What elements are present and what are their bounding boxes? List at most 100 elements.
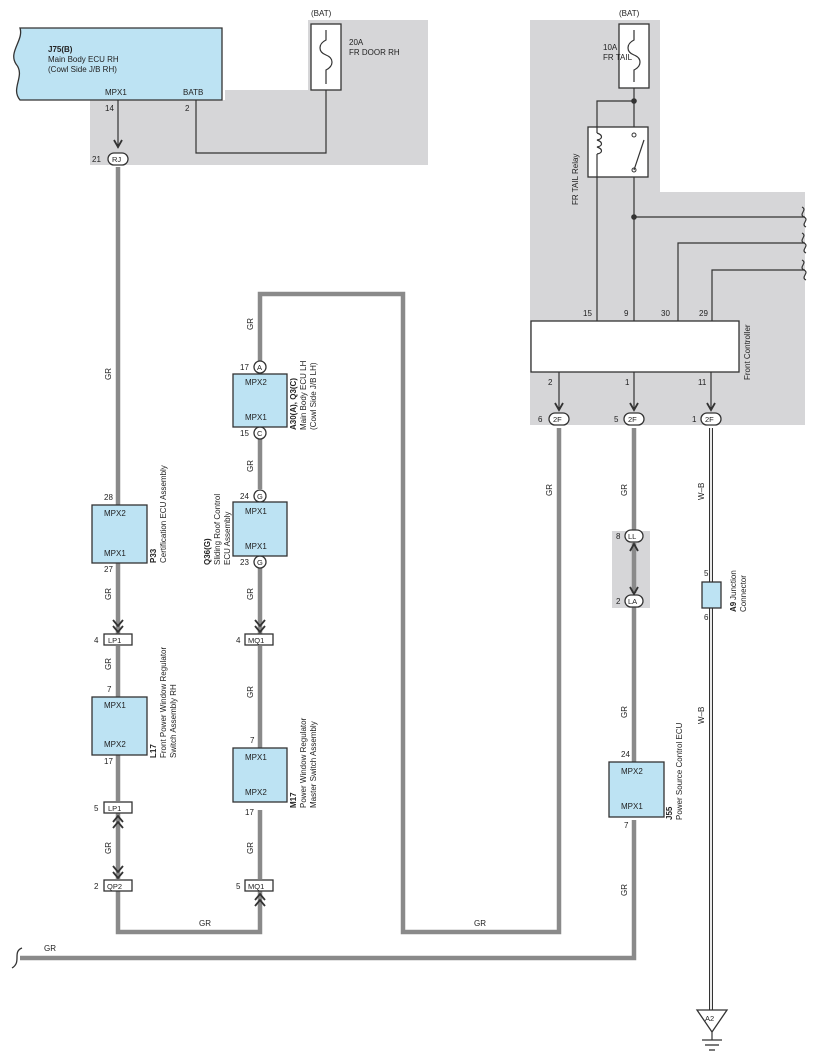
- component-code: M17: [289, 792, 298, 808]
- connector-pin: 4: [236, 636, 241, 645]
- connector-label: A: [257, 363, 262, 372]
- thin-wires: [117, 88, 805, 321]
- component-name-sub: Switch Assembly RH: [169, 684, 178, 758]
- connector-g-bottom: G 23: [240, 555, 267, 569]
- fuse-tail-rating: 10A: [603, 43, 618, 52]
- wire-label-gr: GR: [44, 944, 56, 953]
- connector-pin: 2: [94, 882, 99, 891]
- wire-label-gr: GR: [104, 842, 113, 854]
- pin-name: MPX1: [245, 413, 267, 422]
- connector-a: A 17: [240, 360, 267, 374]
- ground-label: A2: [705, 1014, 714, 1023]
- connector-mq1-bottom: MQ1 5: [236, 879, 274, 907]
- connector-label: MQ1: [248, 636, 264, 645]
- connector-la: LA 2: [616, 586, 644, 608]
- pin-name: MPX2: [621, 767, 643, 776]
- pin-name: MPX2: [104, 740, 126, 749]
- pin-name: MPX1: [245, 753, 267, 762]
- wire-label-wb: W–B: [697, 483, 706, 500]
- connector-pin: 5: [236, 882, 241, 891]
- relay-name: FR TAIL Relay: [571, 154, 580, 205]
- wire-label-gr: GR: [104, 368, 113, 380]
- connector-pin: 5: [614, 415, 619, 424]
- connector-lp1-top: LP1 4: [94, 619, 133, 646]
- j75-name-sub: (Cowl Side J/B RH): [48, 65, 117, 74]
- connector-label: G: [257, 492, 263, 501]
- component-name: Power Source Control ECU: [675, 722, 684, 820]
- connector-label: QP2: [107, 882, 122, 891]
- j75-pin-14: 14: [105, 104, 114, 113]
- connector-pin: 2: [616, 597, 621, 606]
- coil-icon: [596, 132, 603, 155]
- connector-pin: 15: [240, 429, 249, 438]
- fuse-20a: (BAT) 20A FR DOOR RH: [310, 9, 400, 91]
- wire-label-gr: GR: [620, 884, 629, 896]
- wire-label-gr: GR: [246, 686, 255, 698]
- pin-number: 27: [104, 565, 113, 574]
- chevron-down-icon: [112, 619, 124, 634]
- fc-pin-1: 1: [625, 378, 630, 387]
- pin-name: MPX2: [104, 509, 126, 518]
- connector-label: LA: [628, 597, 637, 606]
- wire-label-gr: GR: [620, 484, 629, 496]
- wire-label-gr: GR: [474, 919, 486, 928]
- fuse-door-bat: (BAT): [311, 9, 332, 18]
- fuse-door-name: FR DOOR RH: [349, 48, 400, 57]
- j75-pin-2: 2: [185, 104, 190, 113]
- connector-label: RJ: [112, 155, 121, 164]
- component-name: Certification ECU Assembly: [159, 465, 168, 563]
- chevron-up-icon: [254, 892, 266, 907]
- wire-label-gr: GR: [246, 842, 255, 854]
- pin-number: 7: [624, 821, 629, 830]
- connector-pin: 5: [94, 804, 99, 813]
- break-symbols: [801, 206, 807, 281]
- component-code: A30(A), Q3(C): [289, 378, 298, 430]
- a30-main-body-ecu-lh: MPX2 MPX1 A30(A), Q3(C) Main Body ECU LH…: [232, 360, 318, 430]
- connector-pin: 21: [92, 155, 101, 164]
- wire-label-wb: W–B: [697, 707, 706, 724]
- connector-label: LP1: [108, 636, 121, 645]
- gr-wires: [20, 167, 637, 961]
- connector-ll: LL 8: [616, 529, 644, 552]
- component-name: Power Window Regulator: [299, 717, 308, 808]
- fuse-tail-name: FR TAIL: [603, 53, 633, 62]
- component-name-sub: Master Switch Assembly: [309, 721, 318, 808]
- connector-label: 2F: [553, 415, 562, 424]
- component-name-sub: Connector: [739, 575, 748, 612]
- pin-number: 6: [704, 613, 709, 622]
- connector-2f-a: 2F 6: [538, 412, 570, 426]
- fc-pin-2: 2: [548, 378, 553, 387]
- connector-pin: 6: [538, 415, 543, 424]
- component-code: A9: [729, 601, 738, 612]
- arrow-icon: [113, 139, 123, 149]
- p33-certification-ecu: MPX2 MPX1 28 27 P33 Certification ECU As…: [91, 465, 168, 574]
- connector-pin: 24: [240, 492, 249, 501]
- j75-name: Main Body ECU RH: [48, 55, 119, 64]
- fuse-tail-bat: (BAT): [619, 9, 640, 18]
- wire-label-gr: GR: [620, 706, 629, 718]
- connector-pin: 17: [240, 363, 249, 372]
- connector-g-top: G 24: [240, 489, 267, 503]
- connector-2f-c: 2F 1: [692, 412, 722, 426]
- pin-number: 28: [104, 493, 113, 502]
- connector-label: LP1: [108, 804, 121, 813]
- connector-lp1-bottom: LP1 5: [94, 801, 133, 829]
- q36-sliding-roof-ecu: MPX1 MPX1 Q36(G) Sliding Roof Control EC…: [203, 494, 288, 565]
- chevron-down-icon: [254, 619, 266, 634]
- connector-mq1-top: MQ1 4: [236, 619, 274, 646]
- fuse-icon: [319, 30, 333, 84]
- fuse-10a: (BAT) 10A FR TAIL: [603, 9, 650, 89]
- wire-color-labels: GR GR GR GR GR GR GR GR GR GR GR GR GR G…: [44, 318, 706, 953]
- pin-name: MPX1: [621, 802, 643, 811]
- pin-number: 7: [107, 685, 112, 694]
- component-code: Q36(G): [203, 538, 212, 565]
- connector-label: LL: [628, 532, 636, 541]
- fc-pin-30: 30: [661, 309, 670, 318]
- connector-c: C 15: [240, 426, 267, 440]
- connector-pin: 1: [692, 415, 697, 424]
- j55-power-source-ecu: MPX2 MPX1 24 7 J55 Power Source Control …: [608, 722, 684, 830]
- a9-junction-connector: 5 6 A9 Junction Connector: [701, 569, 748, 622]
- connector-qp2: QP2 2: [94, 865, 133, 892]
- pin-name: MPX2: [245, 788, 267, 797]
- fuse-icon: [627, 30, 641, 82]
